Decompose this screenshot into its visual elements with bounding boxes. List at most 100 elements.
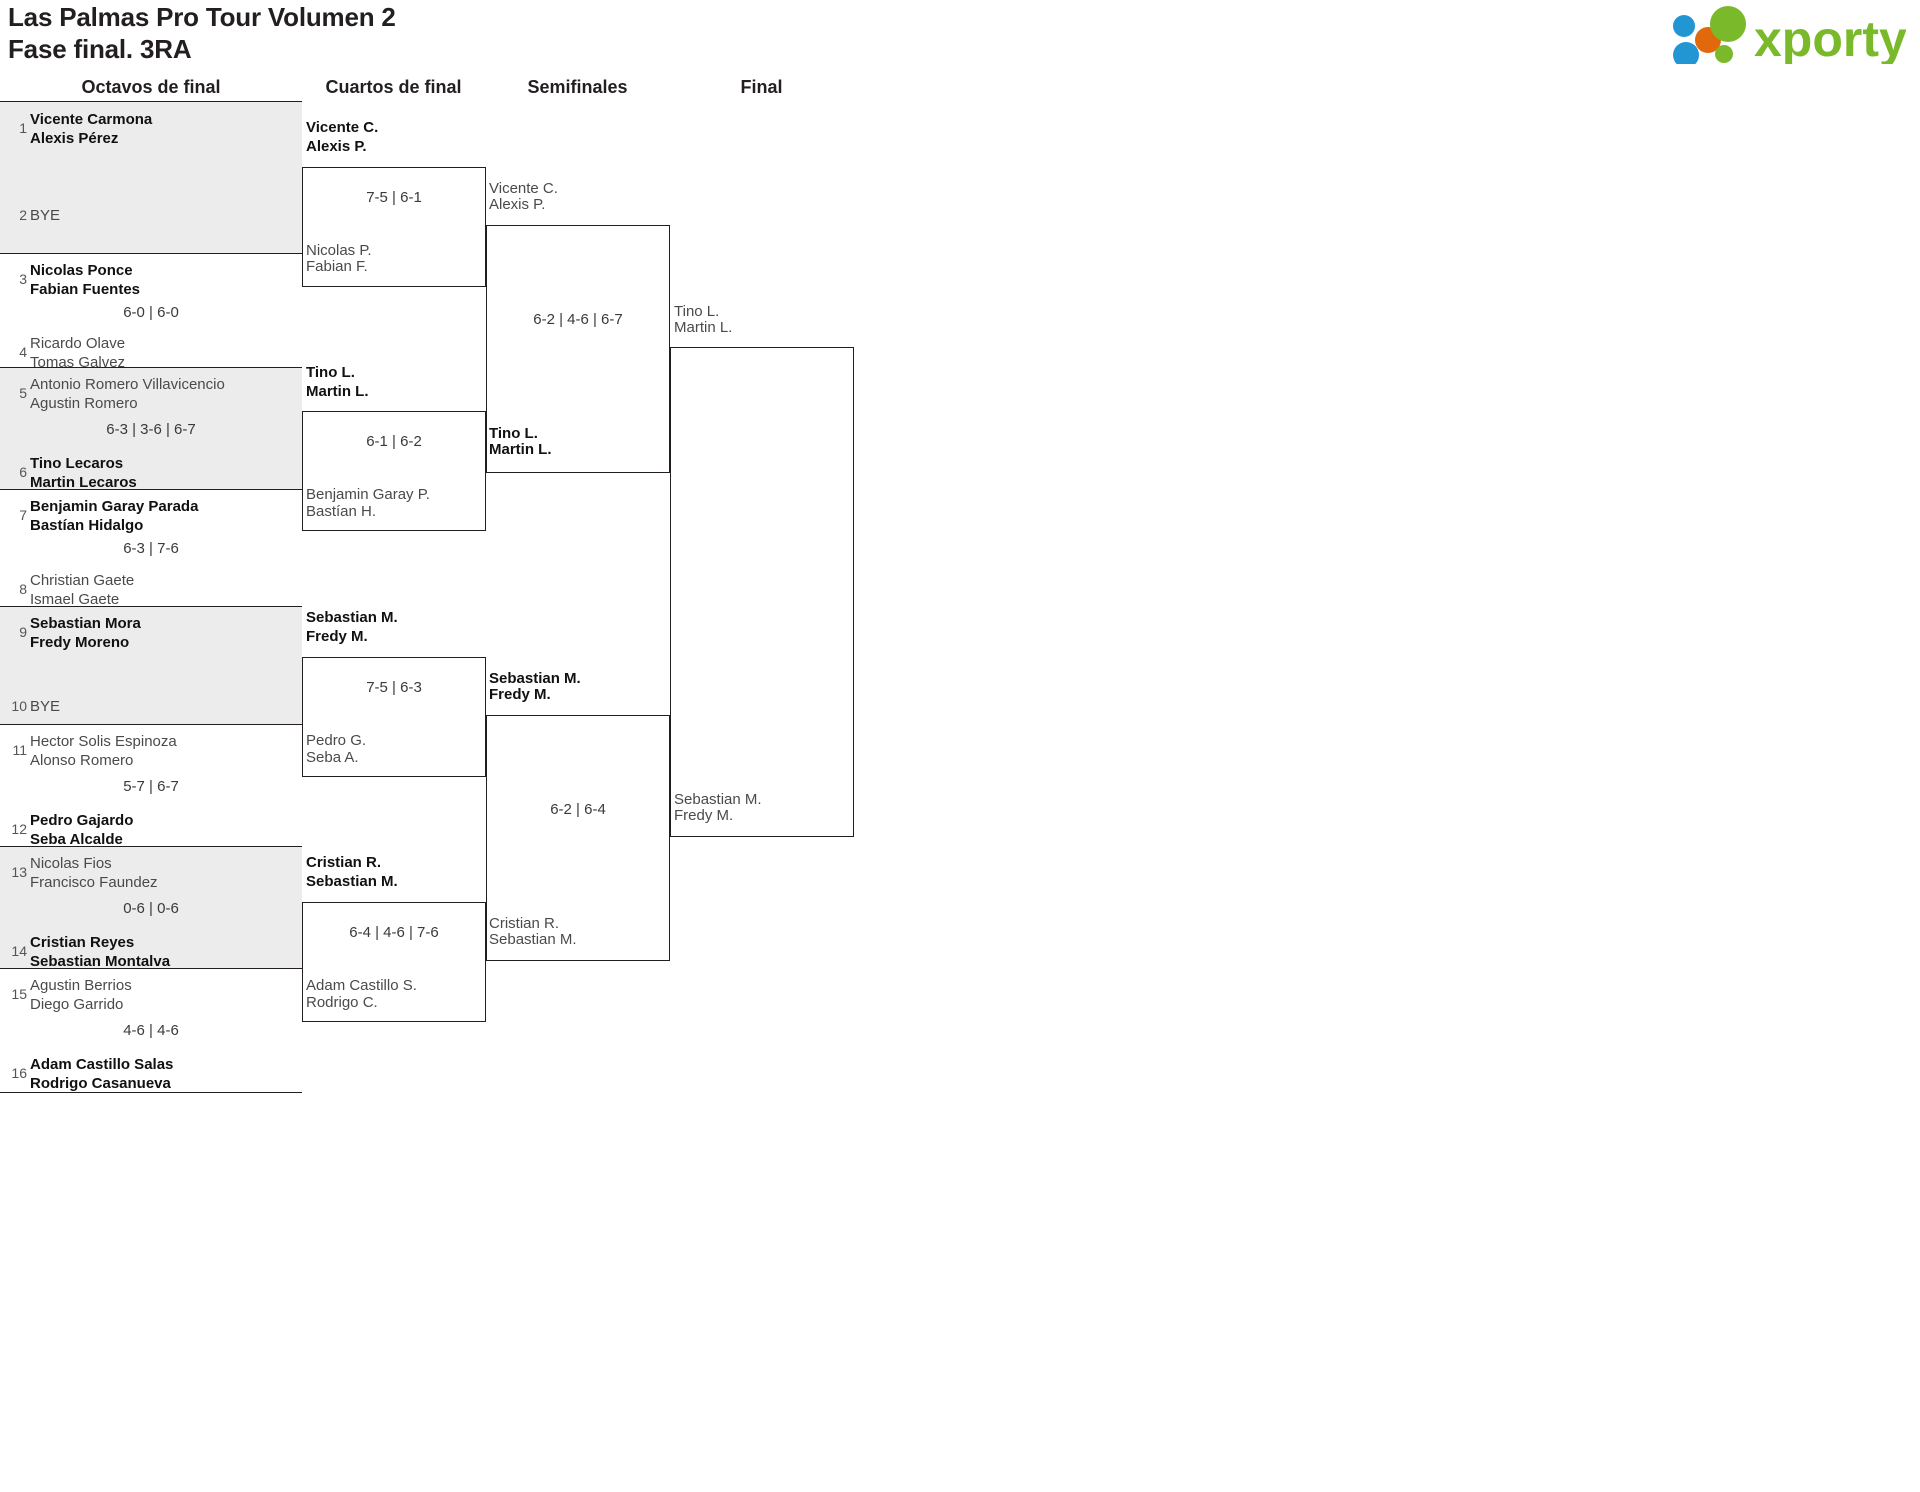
- xporty-logo-svg: xporty: [1673, 6, 1907, 68]
- seed-number: 7: [19, 507, 27, 523]
- player-name-1: Agustin Berrios: [30, 977, 132, 994]
- r1-m1-top[interactable]: 1 Vicente Carmona Alexis Pérez: [0, 108, 302, 158]
- qf4-bot-player-2: Rodrigo C.: [306, 994, 378, 1011]
- sf2-top-player-1: Sebastian M.: [489, 670, 581, 687]
- xporty-logo: xporty: [1666, 6, 1907, 68]
- qf1-connector: [302, 167, 486, 287]
- qf2-top-player-1: Tino L.: [306, 364, 355, 381]
- r1-match-1[interactable]: 1 Vicente Carmona Alexis Pérez 2 BYE: [0, 101, 302, 253]
- player-name-2: Seba Alcalde: [30, 831, 123, 848]
- qf3-top-player-1: Sebastian M.: [306, 609, 398, 626]
- player-name-1: Antonio Romero Villavicencio: [30, 376, 225, 393]
- r1-m8-top[interactable]: 15 Agustin Berrios Diego Garrido: [0, 974, 302, 1024]
- r1-match-2[interactable]: 3 Nicolas Ponce Fabian Fuentes 6-0 | 6-0…: [0, 253, 302, 371]
- logo-dot-green-large: [1710, 6, 1746, 42]
- r1-m5-top[interactable]: 9 Sebastian Mora Fredy Moreno: [0, 612, 302, 662]
- r1-m4-score: 6-3 | 7-6: [123, 540, 179, 557]
- seed-number: 16: [11, 1065, 27, 1081]
- qf4-score: 6-4 | 4-6 | 7-6: [349, 924, 439, 941]
- sf1-score: 6-2 | 4-6 | 6-7: [533, 311, 623, 328]
- sf2-score: 6-2 | 6-4: [550, 801, 606, 818]
- sf2-bot-player-2: Sebastian M.: [489, 931, 577, 948]
- r1-m4-top[interactable]: 7 Benjamin Garay Parada Bastían Hidalgo: [0, 495, 302, 545]
- sf1-bot-player-2: Martin L.: [489, 441, 552, 458]
- r1-m2-bottom[interactable]: 4 Ricardo Olave Tomas Galvez: [0, 332, 302, 382]
- r1-m5-bottom[interactable]: 10 BYE: [0, 689, 302, 739]
- r1-m7-top[interactable]: 13 Nicolas Fios Francisco Faundez: [0, 852, 302, 902]
- qf3-bot-player-2: Seba A.: [306, 749, 359, 766]
- round-header-final: Final: [740, 77, 783, 97]
- player-name-1: Pedro Gajardo: [30, 812, 134, 829]
- player-name-2: Tomas Galvez: [30, 354, 126, 371]
- r1-match-4[interactable]: 7 Benjamin Garay Parada Bastían Hidalgo …: [0, 489, 302, 608]
- r1-match-5[interactable]: 9 Sebastian Mora Fredy Moreno 10 BYE: [0, 606, 302, 724]
- player-name-1: Tino Lecaros: [30, 455, 124, 472]
- r1-match-7[interactable]: 13 Nicolas Fios Francisco Faundez 0-6 | …: [0, 846, 302, 970]
- sf2-connector: [486, 715, 670, 961]
- bye-label: BYE: [30, 698, 61, 715]
- seed-number: 3: [19, 271, 27, 287]
- qf4-connector: [302, 902, 486, 1022]
- seed-number: 2: [19, 207, 27, 223]
- sf1-bot-player-1: Tino L.: [489, 425, 538, 442]
- r1-m4-bottom[interactable]: 8 Christian Gaete Ismael Gaete: [0, 569, 302, 619]
- r1-match-6[interactable]: 11 Hector Solis Espinoza Alonso Romero 5…: [0, 724, 302, 848]
- qf1-top-player-2: Alexis P.: [306, 138, 367, 155]
- r1-m2-top[interactable]: 3 Nicolas Ponce Fabian Fuentes: [0, 259, 302, 309]
- round-header-semis: Semifinales: [527, 77, 628, 97]
- player-name-1: Nicolas Ponce: [30, 262, 133, 279]
- logo-dot-blue-bottom: [1673, 42, 1699, 68]
- r1-m1-bottom[interactable]: 2 BYE: [0, 198, 302, 248]
- player-name-2: Diego Garrido: [30, 996, 124, 1013]
- player-name-2: Rodrigo Casanueva: [30, 1075, 171, 1092]
- player-name-1: Ricardo Olave: [30, 335, 126, 352]
- player-name-1: Christian Gaete: [30, 572, 135, 589]
- qf3-connector: [302, 657, 486, 777]
- player-name-2: Ismael Gaete: [30, 591, 120, 608]
- logo-wordmark: xporty: [1754, 11, 1906, 64]
- player-name-1: Cristian Reyes: [30, 934, 135, 951]
- qf1-bot-player-1: Nicolas P.: [306, 242, 372, 259]
- player-name-2: Alexis Pérez: [30, 130, 119, 147]
- final-bot-player-1: Sebastian M.: [674, 791, 762, 808]
- player-name-1: Sebastian Mora: [30, 615, 141, 632]
- r1-m7-score: 0-6 | 0-6: [123, 900, 179, 917]
- seed-number: 11: [12, 742, 27, 758]
- round-header-octavos: Octavos de final: [81, 77, 221, 97]
- seed-number: 6: [19, 464, 27, 480]
- player-name-2: Martin Lecaros: [30, 474, 137, 491]
- sf2-top-player-2: Fredy M.: [489, 686, 551, 703]
- player-name-1: Vicente Carmona: [30, 111, 153, 128]
- r1-m2-score: 6-0 | 6-0: [123, 304, 179, 321]
- player-name-2: Alonso Romero: [30, 752, 134, 769]
- player-name-1: Adam Castillo Salas: [30, 1056, 174, 1073]
- player-name-1: Hector Solis Espinoza: [30, 733, 177, 750]
- player-name-2: Sebastian Montalva: [30, 953, 171, 970]
- qf3-bot-player-1: Pedro G.: [306, 732, 367, 749]
- final-top-player-1: Tino L.: [674, 303, 720, 320]
- player-name-1: Nicolas Fios: [30, 855, 112, 872]
- sf1-connector: [486, 225, 670, 473]
- qf2-bot-player-2: Bastían H.: [306, 503, 377, 520]
- r1-match-3[interactable]: 5 Antonio Romero Villavicencio Agustin R…: [0, 367, 302, 491]
- player-name-1: Benjamin Garay Parada: [30, 498, 199, 515]
- seed-number: 12: [11, 821, 27, 837]
- r1-m7-bottom[interactable]: 14 Cristian Reyes Sebastian Montalva: [0, 931, 302, 981]
- r1-match-8[interactable]: 15 Agustin Berrios Diego Garrido 4-6 | 4…: [0, 968, 302, 1093]
- r1-m3-bottom[interactable]: 6 Tino Lecaros Martin Lecaros: [0, 452, 302, 502]
- logo-dot-green-small: [1715, 45, 1733, 63]
- qf4-top-player-2: Sebastian M.: [306, 873, 398, 890]
- player-name-2: Francisco Faundez: [30, 874, 158, 891]
- qf2-score: 6-1 | 6-2: [366, 433, 422, 450]
- qf4-bot-player-1: Adam Castillo S.: [306, 977, 417, 994]
- r1-m8-bottom[interactable]: 16 Adam Castillo Salas Rodrigo Casanueva: [0, 1053, 302, 1103]
- r1-m3-top[interactable]: 5 Antonio Romero Villavicencio Agustin R…: [0, 373, 302, 423]
- qf3-score: 7-5 | 6-3: [366, 679, 422, 696]
- r1-m6-top[interactable]: 11 Hector Solis Espinoza Alonso Romero: [0, 730, 302, 780]
- player-name-2: Bastían Hidalgo: [30, 517, 144, 534]
- qf1-score: 7-5 | 6-1: [366, 189, 422, 206]
- bye-label: BYE: [30, 207, 61, 224]
- seed-number: 1: [19, 120, 27, 136]
- r1-m6-bottom[interactable]: 12 Pedro Gajardo Seba Alcalde: [0, 809, 302, 859]
- r1-m3-score: 6-3 | 3-6 | 6-7: [106, 421, 196, 438]
